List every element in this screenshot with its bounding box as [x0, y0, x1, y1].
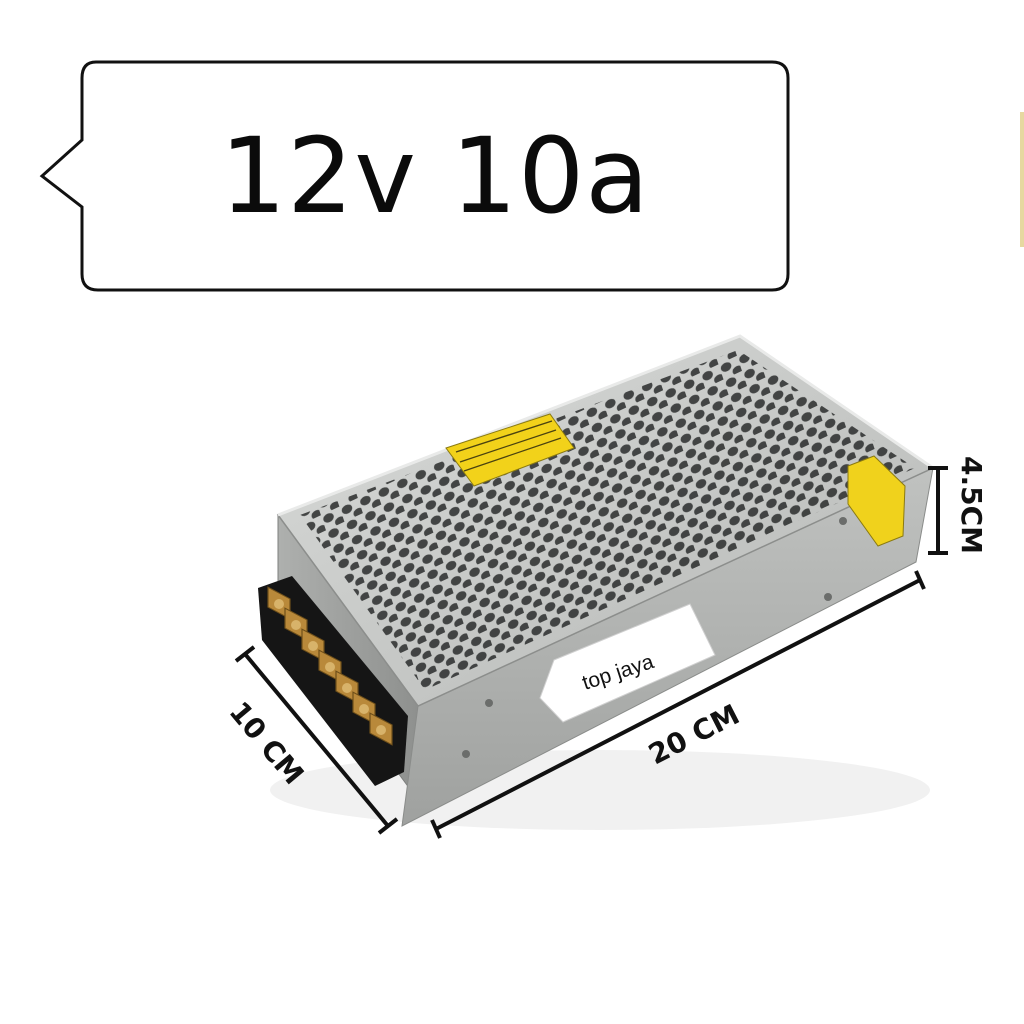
edge-accent [1020, 112, 1024, 247]
dimension-height-label: 4.5CM [955, 456, 988, 554]
brand-tag: top jaya [539, 603, 716, 723]
perforation-grid [300, 350, 915, 690]
headline: 12v 10a [219, 115, 650, 237]
terminal-block [258, 576, 408, 786]
dimension-height: 4.5CM [928, 456, 988, 555]
voltage-label [445, 413, 575, 487]
side-screws [462, 517, 847, 758]
dimension-width-label: 10 CM [223, 695, 311, 791]
end-label [847, 455, 906, 547]
